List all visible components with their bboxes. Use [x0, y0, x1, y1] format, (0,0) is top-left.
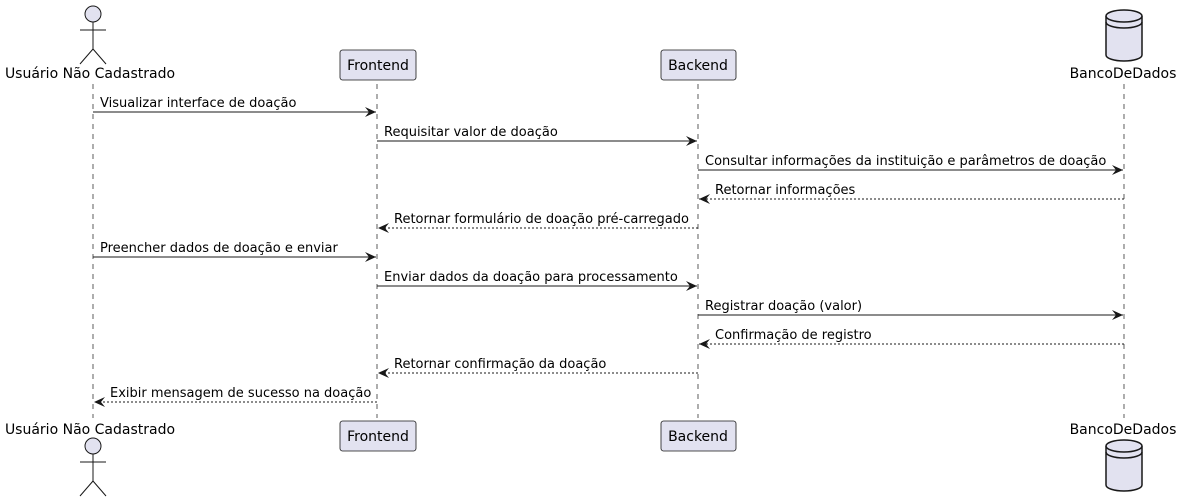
participant-db-top: BancoDeDados — [1070, 9, 1177, 82]
participant-backend-bottom: Backend — [660, 420, 737, 452]
actor-icon — [79, 5, 107, 65]
message-9: Confirmação de registro — [699, 328, 1124, 349]
message-4: Retornar informações — [699, 183, 1124, 204]
participant-frontend-bottom: Frontend — [339, 420, 417, 452]
database-icon — [1105, 9, 1143, 62]
message-10: Retornar confirmação da doação — [378, 357, 698, 378]
participant-label: Backend — [668, 429, 728, 445]
message-label: Registrar doação (valor) — [705, 299, 862, 314]
message-label: Visualizar interface de doação — [100, 96, 296, 111]
message-8: Registrar doação (valor) — [698, 299, 1123, 320]
message-7: Enviar dados da doação para processament… — [377, 270, 697, 291]
message-label: Retornar formulário de doação pré-carreg… — [394, 212, 689, 227]
message-6: Preencher dados de doação e enviar — [93, 241, 376, 262]
message-11: Exibir mensagem de sucesso na doação — [94, 386, 377, 407]
message-label: Confirmação de registro — [715, 328, 872, 343]
participant-user-top: Usuário Não Cadastrado — [5, 5, 175, 82]
participant-user-bottom: Usuário Não Cadastrado — [5, 422, 175, 497]
message-label: Exibir mensagem de sucesso na doação — [110, 386, 371, 401]
participant-db-bottom: BancoDeDados — [1070, 422, 1177, 492]
participant-frontend-top: Frontend — [339, 49, 417, 81]
message-5: Retornar formulário de doação pré-carreg… — [378, 212, 698, 233]
message-label: Consultar informações da instituição e p… — [705, 154, 1106, 169]
message-label: Retornar confirmação da doação — [394, 357, 606, 372]
message-label: Requisitar valor de doação — [384, 125, 558, 140]
participant-label: Usuário Não Cadastrado — [5, 422, 175, 438]
participant-label: Backend — [668, 58, 728, 74]
participant-label: BancoDeDados — [1070, 422, 1177, 438]
database-icon — [1105, 439, 1143, 492]
participant-backend-top: Backend — [660, 49, 737, 81]
message-2: Requisitar valor de doação — [377, 125, 697, 146]
message-3: Consultar informações da instituição e p… — [698, 154, 1123, 175]
message-label: Retornar informações — [715, 183, 856, 198]
participant-label: Frontend — [347, 429, 409, 445]
message-label: Enviar dados da doação para processament… — [384, 270, 678, 285]
actor-icon — [79, 437, 107, 497]
messages: Visualizar interface de doaçãoRequisitar… — [93, 96, 1124, 407]
participant-label: BancoDeDados — [1070, 66, 1177, 82]
participant-label: Usuário Não Cadastrado — [5, 66, 175, 82]
participant-label: Frontend — [347, 58, 409, 74]
message-label: Preencher dados de doação e enviar — [100, 241, 338, 256]
message-1: Visualizar interface de doação — [93, 96, 376, 117]
